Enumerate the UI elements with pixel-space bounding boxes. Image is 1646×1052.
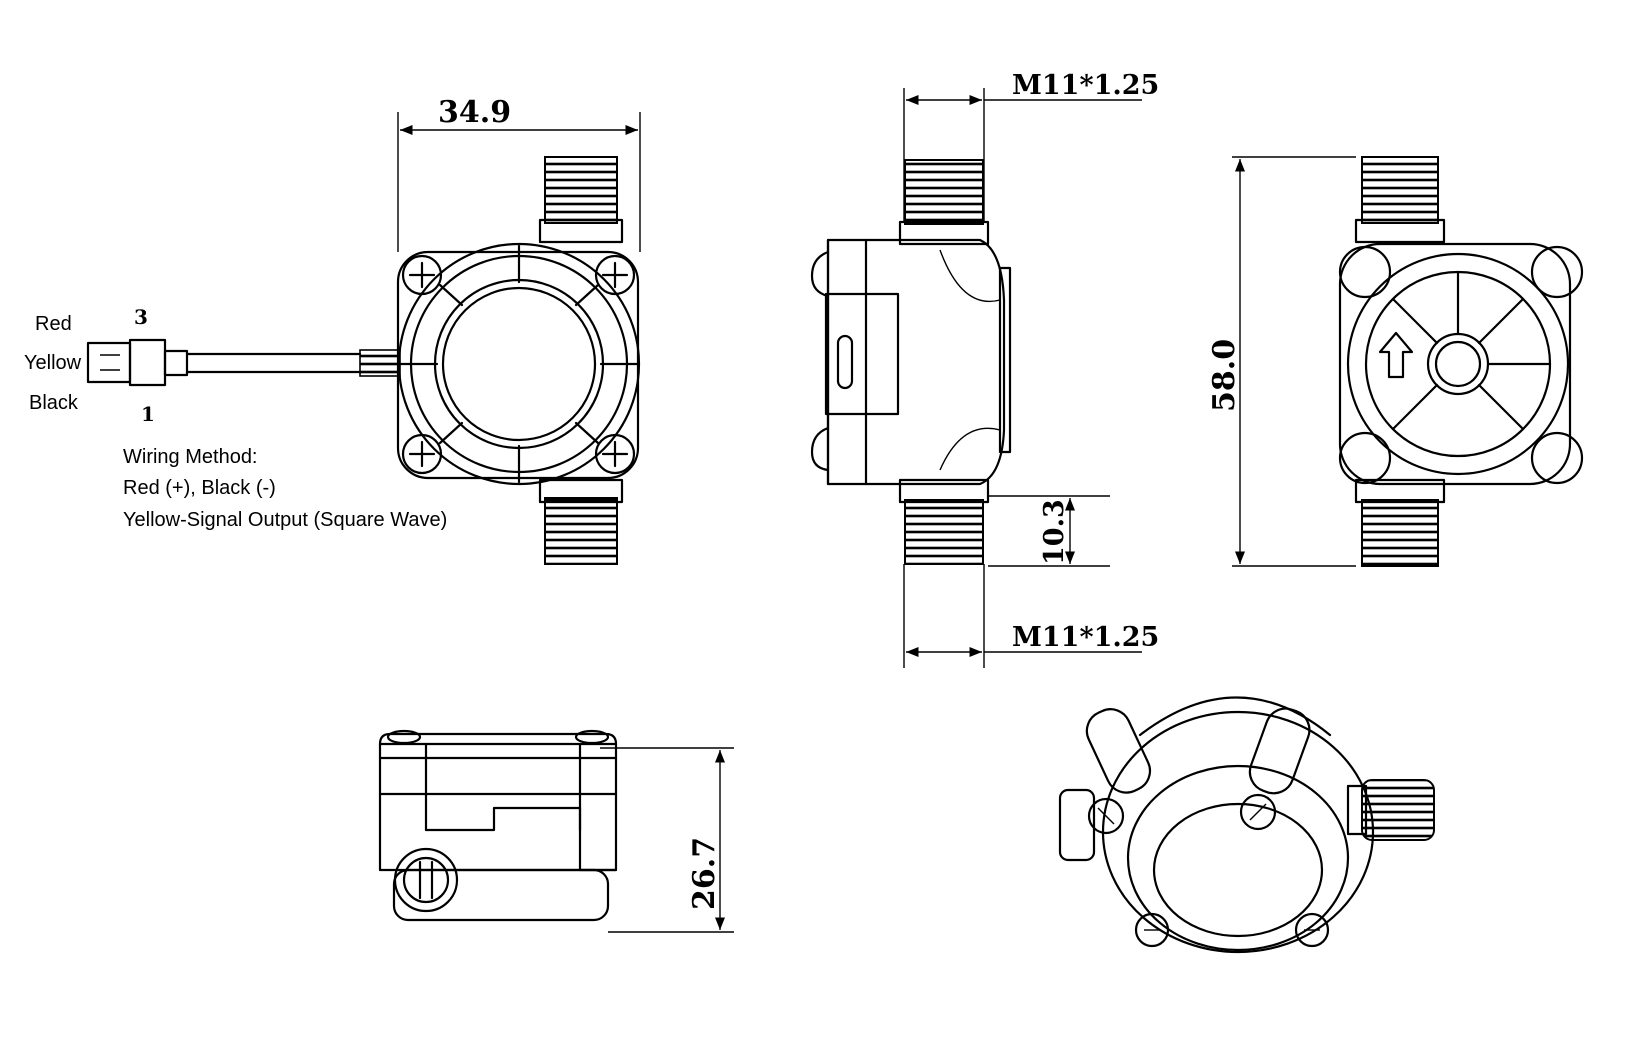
dimension-thread-bottom: M11*1.25	[903, 564, 1159, 668]
screw-icon	[401, 433, 443, 475]
wire-label-red: Red	[35, 313, 72, 335]
pin-number-top: 3	[134, 305, 148, 329]
wiring-legend: Red Yellow Black 3 1 Wiring Method: Red …	[24, 305, 447, 531]
top-view	[378, 729, 618, 922]
dimension-thread-length: 10.3	[988, 495, 1110, 567]
dimension-height-label: 58.0	[1207, 339, 1242, 412]
wiring-method-title: Wiring Method:	[123, 446, 258, 468]
wiring-method-signal: Yellow-Signal Output (Square Wave)	[123, 509, 447, 531]
isometric-view	[1058, 696, 1435, 954]
dimension-height: 58.0	[1207, 156, 1356, 567]
dimension-depth: 26.7	[600, 747, 734, 933]
wire-label-black: Black	[29, 392, 79, 414]
front-view	[86, 156, 641, 565]
dimension-depth-label: 26.7	[687, 837, 722, 910]
wiring-method-power: Red (+), Black (-)	[123, 477, 276, 499]
screw-icon	[401, 254, 443, 296]
rear-view	[1338, 156, 1584, 567]
dimension-thread-top: M11*1.25	[903, 70, 1159, 222]
screw-icon	[594, 433, 636, 475]
screw-icon	[594, 254, 636, 296]
flow-direction-arrow-icon	[1378, 331, 1414, 379]
wire-label-yellow: Yellow	[24, 352, 82, 374]
side-view	[810, 159, 1012, 565]
dimension-thread-top-label: M11*1.25	[1012, 70, 1159, 101]
dimension-width: 34.9	[397, 95, 641, 252]
dimension-width-label: 34.9	[438, 95, 511, 130]
dimension-thread-length-label: 10.3	[1039, 499, 1070, 565]
dimension-thread-bottom-label: M11*1.25	[1012, 622, 1159, 653]
pin-number-bottom: 1	[141, 402, 155, 426]
